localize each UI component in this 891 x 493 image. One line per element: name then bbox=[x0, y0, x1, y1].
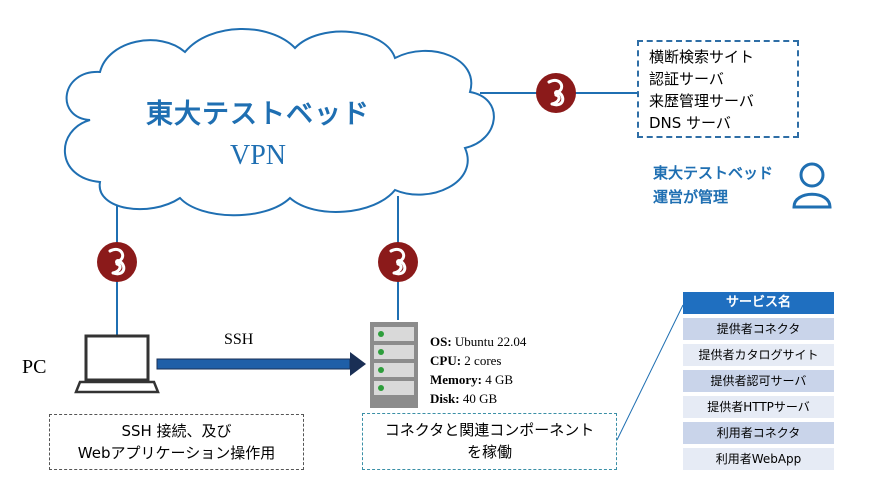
server-item: 来歴管理サーバ bbox=[649, 92, 754, 110]
spec-row: Disk: 40 GB bbox=[430, 391, 498, 406]
callout-line bbox=[616, 304, 684, 441]
ssh-arrow bbox=[156, 352, 366, 376]
vm-note-line: コネクタと関連コンポーネント bbox=[384, 421, 595, 439]
pc-note: SSH 接続、及び Webアプリケーション操作用 bbox=[49, 414, 304, 470]
server-item: 認証サーバ bbox=[649, 70, 724, 88]
admin-label-line: 東大テストベッド bbox=[653, 164, 774, 182]
managed-servers-box: 横断検索サイト 認証サーバ 来歴管理サーバ DNS サーバ bbox=[637, 40, 799, 138]
vpn-cloud bbox=[64, 28, 495, 217]
service-table-header: サービス名 bbox=[683, 292, 834, 314]
pc-note-line: Webアプリケーション操作用 bbox=[77, 444, 276, 462]
service-row: 利用者コネクタ bbox=[683, 422, 834, 444]
cloud-subtitle: VPN bbox=[229, 140, 286, 171]
wireguard-icon bbox=[536, 73, 576, 113]
wireguard-icon bbox=[97, 242, 137, 282]
user-icon bbox=[792, 162, 832, 209]
admin-label-line: 運営が管理 bbox=[653, 188, 729, 206]
server-item: DNS サーバ bbox=[649, 114, 731, 132]
vm-note: コネクタと関連コンポーネント を稼働 bbox=[362, 413, 617, 470]
service-row: 提供者認可サーバ bbox=[683, 370, 834, 392]
server-icon bbox=[370, 322, 418, 408]
pc-label: PC bbox=[22, 356, 47, 378]
spec-row: CPU: 2 cores bbox=[430, 353, 502, 368]
service-table: サービス名 提供者コネクタ 提供者カタログサイト 提供者認可サーバ 提供者HTT… bbox=[683, 292, 834, 474]
service-row: 提供者コネクタ bbox=[683, 318, 834, 340]
cloud-title: 東大テストベッド bbox=[146, 99, 370, 130]
spec-row: Memory: 4 GB bbox=[430, 372, 514, 387]
pc-note-line: SSH 接続、及び bbox=[121, 422, 232, 440]
vm-note-line: を稼働 bbox=[466, 443, 512, 461]
service-row: 提供者HTTPサーバ bbox=[683, 396, 834, 418]
ssh-label: SSH bbox=[224, 331, 254, 348]
service-row: 利用者WebApp bbox=[683, 448, 834, 470]
admin-label: 東大テストベッド 運営が管理 bbox=[653, 161, 793, 209]
server-item: 横断検索サイト bbox=[649, 48, 755, 66]
spec-row: OS: Ubuntu 22.04 bbox=[430, 334, 527, 349]
vm-spec: OS: Ubuntu 22.04 CPU: 2 cores Memory: 4 … bbox=[430, 332, 526, 408]
wireguard-icon bbox=[378, 242, 418, 282]
service-row: 提供者カタログサイト bbox=[683, 344, 834, 366]
laptop-icon bbox=[74, 334, 160, 394]
